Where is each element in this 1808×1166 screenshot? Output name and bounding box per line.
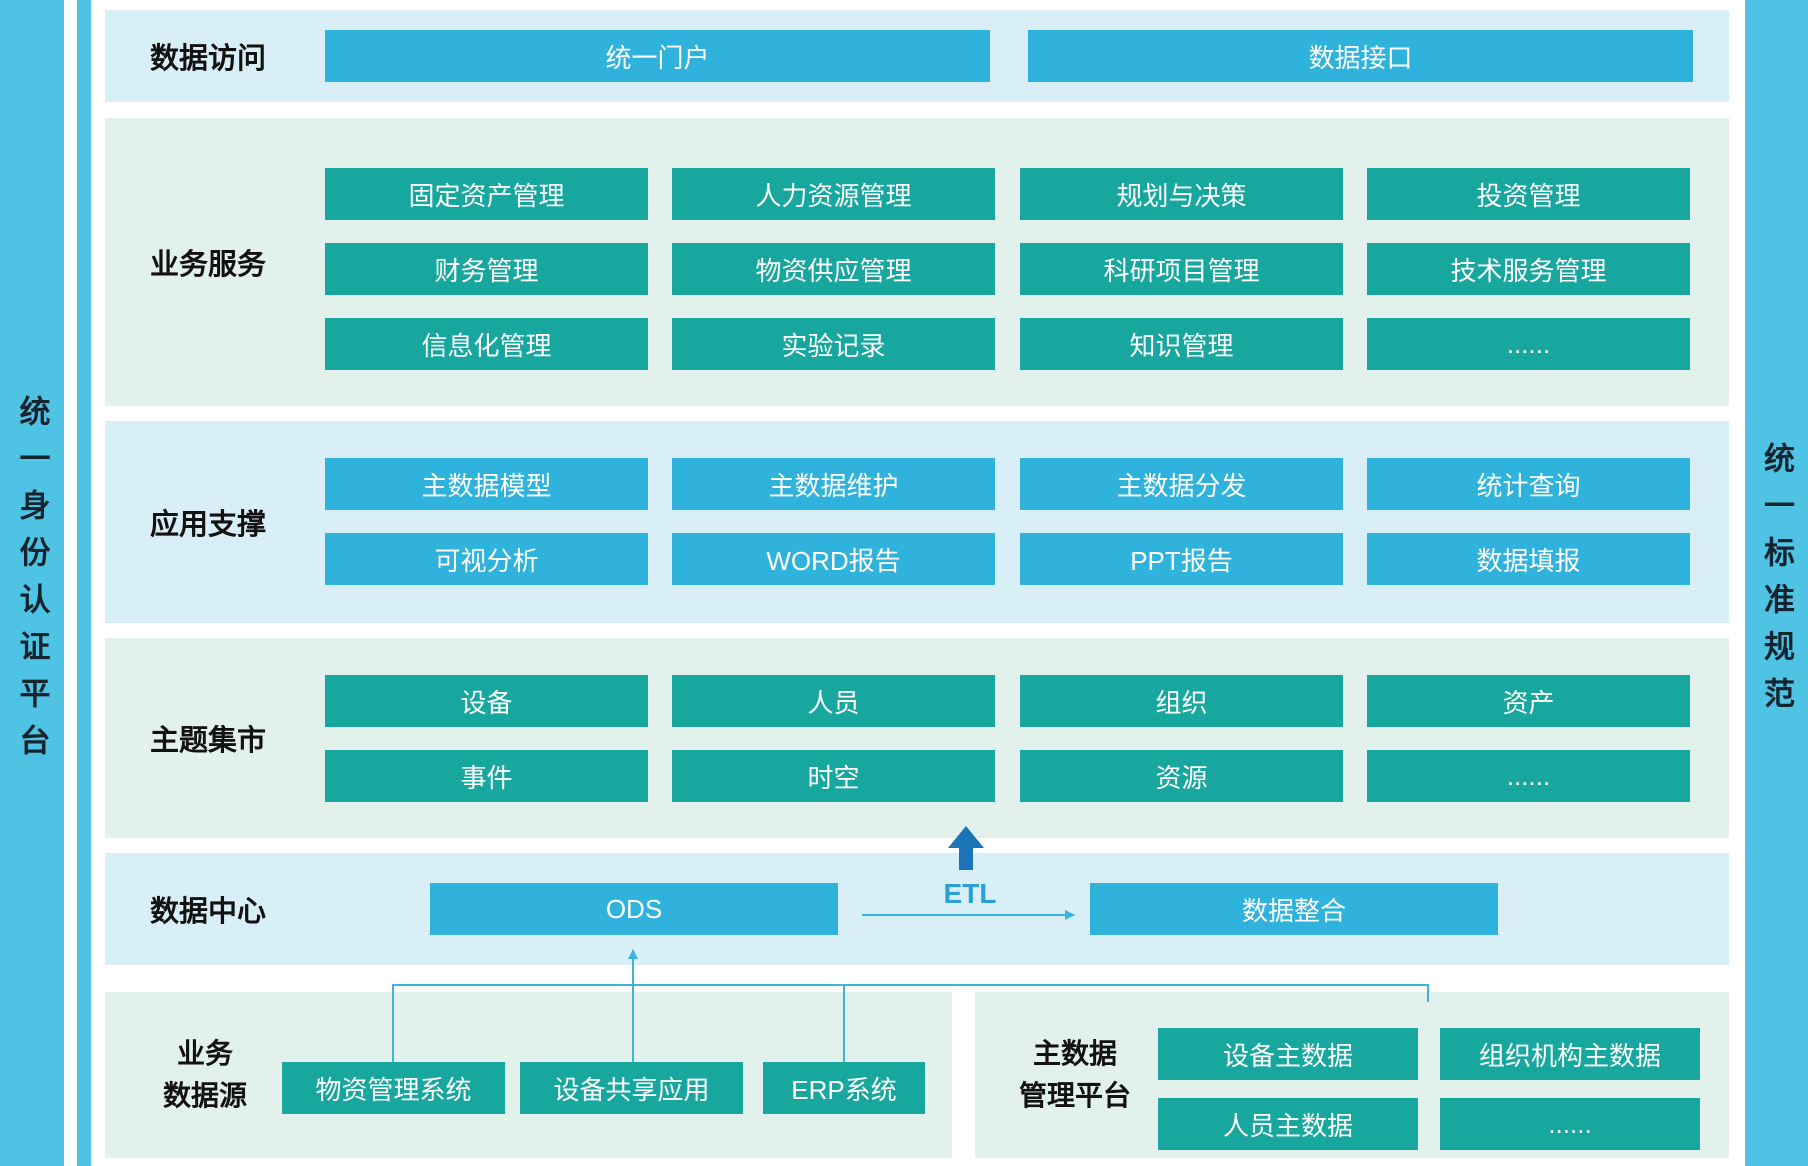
node-fixed-assets: 固定资产管理 <box>325 168 648 220</box>
node-person: 人员 <box>672 675 995 727</box>
etl-label: ETL <box>943 878 997 909</box>
node-mdm-maintain: 主数据维护 <box>672 458 995 510</box>
box-label-line2: 管理平台 <box>1018 1080 1131 1111</box>
node-spacetime: 时空 <box>672 750 995 802</box>
node-knowledge-mgmt: 知识管理 <box>1020 318 1343 370</box>
node-ppt-report: PPT报告 <box>1020 533 1343 585</box>
node-erp-system: ERP系统 <box>763 1062 925 1114</box>
layer-label: 应用支撑 <box>150 509 267 541</box>
layer-app-support: 应用支撑 主数据模型 主数据维护 主数据分发 统计查询 可视分析 WORD报告 … <box>105 421 1729 623</box>
node-org: 组织 <box>1020 675 1343 727</box>
right-standards-band: 统一标准规范 <box>1745 0 1808 1166</box>
node-mdm-distribute: 主数据分发 <box>1020 458 1343 510</box>
node-stats-query: 统计查询 <box>1367 458 1690 510</box>
node-material-mgmt-system: 物资管理系统 <box>282 1062 505 1114</box>
node-device-master-data: 设备主数据 <box>1158 1028 1418 1080</box>
node-asset: 资产 <box>1367 675 1690 727</box>
layer-label: 主题集市 <box>150 725 267 757</box>
layer-label: 数据中心 <box>150 896 267 928</box>
node-finance: 财务管理 <box>325 243 648 295</box>
layer-data-access: 数据访问 统一门户 数据接口 <box>105 10 1729 102</box>
node-word-report: WORD报告 <box>672 533 995 585</box>
node-device: 设备 <box>325 675 648 727</box>
node-resource: 资源 <box>1020 750 1343 802</box>
left-accent-strip <box>77 0 91 1166</box>
node-ellipsis-mart: ...... <box>1367 750 1690 802</box>
node-data-interface: 数据接口 <box>1028 30 1693 82</box>
box-label: 主数据 管理平台 <box>995 1020 1155 1130</box>
right-band-vertical-text: 统一标准规范 <box>1759 442 1794 724</box>
layer-data-center: 数据中心 ODS 数据整合 <box>105 853 1729 965</box>
node-ellipsis-mdm: ...... <box>1440 1098 1700 1150</box>
box-mdm-platform: 主数据 管理平台 设备主数据 组织机构主数据 人员主数据 ...... <box>975 992 1729 1158</box>
node-human-resources: 人力资源管理 <box>672 168 995 220</box>
node-ellipsis-services: ...... <box>1367 318 1690 370</box>
box-label-line1: 主数据 <box>1032 1038 1117 1069</box>
layer-label: 数据访问 <box>150 43 267 75</box>
node-ods: ODS <box>430 883 838 935</box>
node-research-project: 科研项目管理 <box>1020 243 1343 295</box>
node-mdm-model: 主数据模型 <box>325 458 648 510</box>
box-label-line2: 数据源 <box>162 1080 247 1111</box>
node-device-sharing-app: 设备共享应用 <box>520 1062 743 1114</box>
node-material-supply: 物资供应管理 <box>672 243 995 295</box>
node-event: 事件 <box>325 750 648 802</box>
node-org-master-data: 组织机构主数据 <box>1440 1028 1700 1080</box>
node-planning-decision: 规划与决策 <box>1020 168 1343 220</box>
node-it-management: 信息化管理 <box>325 318 648 370</box>
node-tech-service: 技术服务管理 <box>1367 243 1690 295</box>
node-visual-analysis: 可视分析 <box>325 533 648 585</box>
node-investment: 投资管理 <box>1367 168 1690 220</box>
node-person-master-data: 人员主数据 <box>1158 1098 1418 1150</box>
node-unified-portal: 统一门户 <box>325 30 990 82</box>
left-band-vertical-text: 统一身份认证平台 <box>14 395 50 771</box>
layer-subject-mart: 主题集市 设备 人员 组织 资产 事件 时空 资源 ...... <box>105 638 1729 838</box>
box-label: 业务 数据源 <box>135 1020 275 1130</box>
layer-label: 业务服务 <box>150 249 267 281</box>
node-lab-records: 实验记录 <box>672 318 995 370</box>
layer-business-services: 业务服务 固定资产管理 人力资源管理 规划与决策 投资管理 财务管理 物资供应管… <box>105 118 1729 406</box>
box-label-line1: 业务 <box>176 1038 233 1069</box>
left-identity-band: 统一身份认证平台 <box>0 0 64 1166</box>
box-business-data-sources: 业务 数据源 物资管理系统 设备共享应用 ERP系统 <box>105 992 952 1158</box>
node-data-filling: 数据填报 <box>1367 533 1690 585</box>
node-data-integration: 数据整合 <box>1090 883 1498 935</box>
